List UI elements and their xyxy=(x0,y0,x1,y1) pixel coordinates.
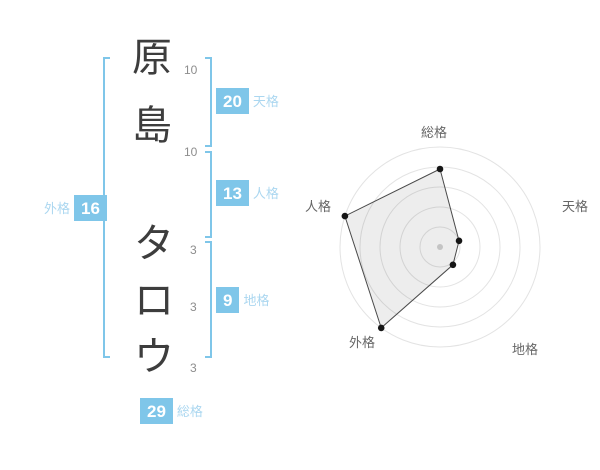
chikaku-label: 地格 xyxy=(243,292,270,308)
jinkaku-group: 13 人格 xyxy=(216,180,279,206)
gaikaku-value-badge: 16 xyxy=(74,195,107,221)
name-char: ロ xyxy=(134,279,174,323)
tenkaku-group: 20 天格 xyxy=(216,88,279,114)
soukaku-label: 総格 xyxy=(176,403,203,419)
name-char: ウ xyxy=(134,335,174,379)
name-char: 原 xyxy=(132,36,172,80)
name-char: タ xyxy=(134,222,174,266)
radar-axis-label-soukaku: 総格 xyxy=(421,125,448,140)
radar-axis-label-jinkaku: 人格 xyxy=(305,199,332,214)
jinkaku-label: 人格 xyxy=(252,185,279,201)
tenkaku-value-badge: 20 xyxy=(216,88,249,114)
stroke-count: 3 xyxy=(190,243,197,257)
soukaku-group: 29 総格 xyxy=(140,398,203,424)
chikaku-bracket xyxy=(205,241,212,358)
gaikaku-group: 外格 16 xyxy=(44,195,107,221)
radar-axis-label-tenkaku: 天格 xyxy=(562,199,589,214)
tenkaku-label: 天格 xyxy=(252,93,279,109)
chikaku-group: 9 地格 xyxy=(216,287,269,313)
stroke-count: 10 xyxy=(184,145,198,159)
jinkaku-value-badge: 13 xyxy=(216,180,249,206)
name-char: 島 xyxy=(132,104,172,148)
radar-axis-label-chikaku: 地格 xyxy=(512,342,539,357)
stroke-count: 10 xyxy=(184,63,198,77)
stroke-count: 3 xyxy=(190,300,197,314)
radar-chart xyxy=(339,146,541,348)
chikaku-value-badge: 9 xyxy=(216,287,240,313)
soukaku-value-badge: 29 xyxy=(140,398,173,424)
tenkaku-bracket xyxy=(205,57,212,147)
stroke-count: 3 xyxy=(190,361,197,375)
radar-axis-label-gaikaku: 外格 xyxy=(349,335,376,350)
gaikaku-label: 外格 xyxy=(44,200,71,216)
jinkaku-bracket xyxy=(205,151,212,238)
